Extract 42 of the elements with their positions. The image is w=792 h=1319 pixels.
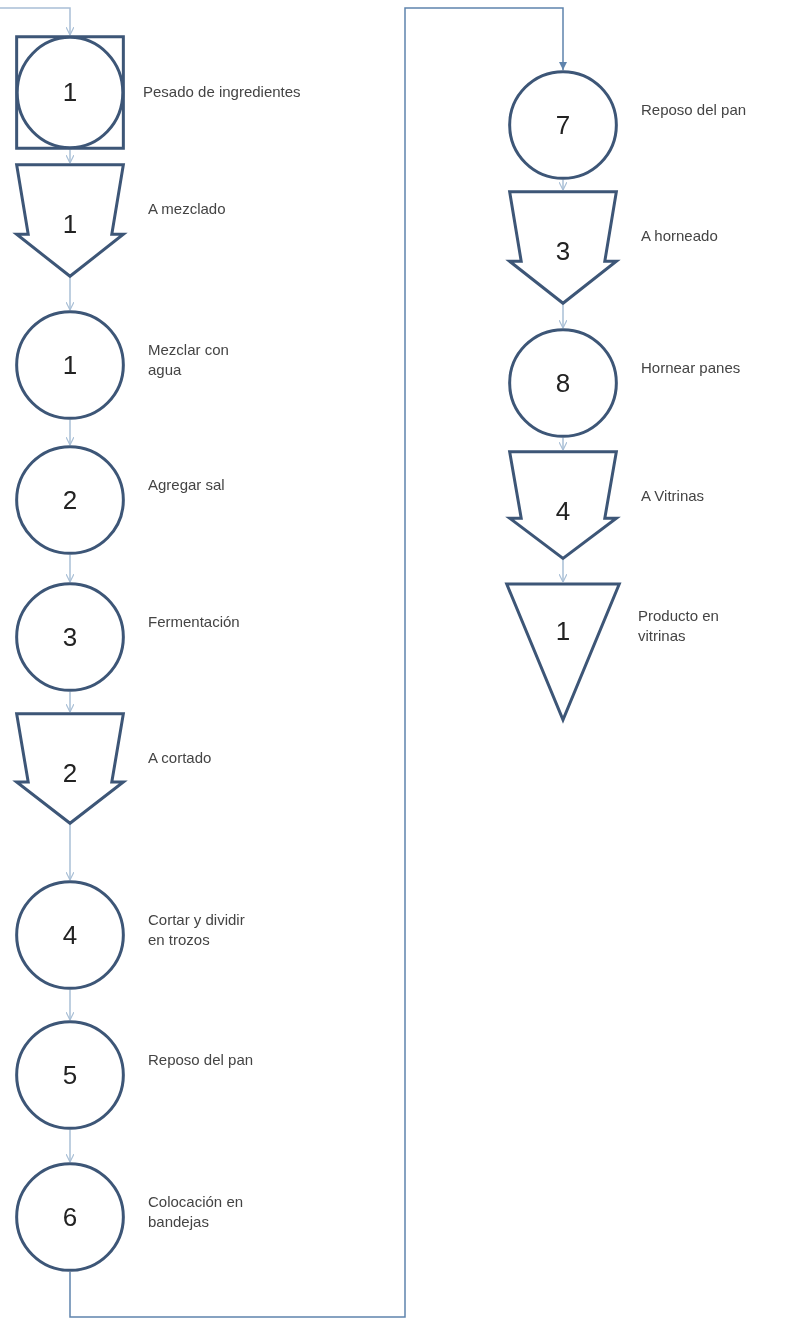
step-number: 5 — [62, 1058, 78, 1092]
step-description: Mezclar con agua — [148, 340, 230, 380]
step-description: A mezclado — [148, 199, 227, 219]
step-number: 3 — [62, 620, 78, 654]
arrow — [65, 1129, 75, 1163]
step-description: Fermentación — [148, 612, 241, 632]
step-number: 4 — [62, 918, 78, 952]
step-description: Pesado de ingredientes — [143, 82, 302, 102]
arrow — [65, 149, 75, 164]
arrow — [69, 7, 567, 1318]
step-number: 2 — [62, 757, 78, 790]
step-number: 2 — [62, 483, 78, 517]
step-description: Reposo del pan — [148, 1050, 255, 1070]
step-description: Producto en vitrinas — [638, 606, 720, 646]
arrow — [558, 559, 568, 583]
arrow — [65, 824, 75, 881]
step-number: 4 — [555, 495, 571, 528]
step-description: A horneado — [641, 226, 719, 246]
arrow — [65, 554, 75, 583]
step-number: 8 — [555, 366, 571, 400]
step-description: Colocación en bandejas — [148, 1192, 245, 1232]
step-number: 1 — [62, 76, 78, 109]
step-number: 3 — [555, 235, 571, 268]
step-description: Reposo del pan — [641, 100, 748, 120]
step-description: A cortado — [148, 748, 213, 768]
arrow — [65, 277, 75, 311]
step-number: 6 — [62, 1200, 78, 1234]
arrow — [558, 304, 568, 329]
step-number: 1 — [62, 208, 78, 241]
arrow — [65, 989, 75, 1021]
step-number: 1 — [555, 615, 571, 648]
arrow — [65, 419, 75, 446]
step-number: 1 — [62, 348, 78, 382]
step-description: A Vitrinas — [641, 486, 706, 506]
arrow — [0, 7, 75, 36]
arrow — [65, 691, 75, 713]
arrow — [558, 437, 568, 451]
step-description: Hornear panes — [641, 358, 742, 378]
step-description: Cortar y dividir en trozos — [148, 910, 246, 950]
arrow — [558, 179, 568, 191]
step-number: 7 — [555, 108, 571, 142]
step-description: Agregar sal — [148, 475, 226, 495]
